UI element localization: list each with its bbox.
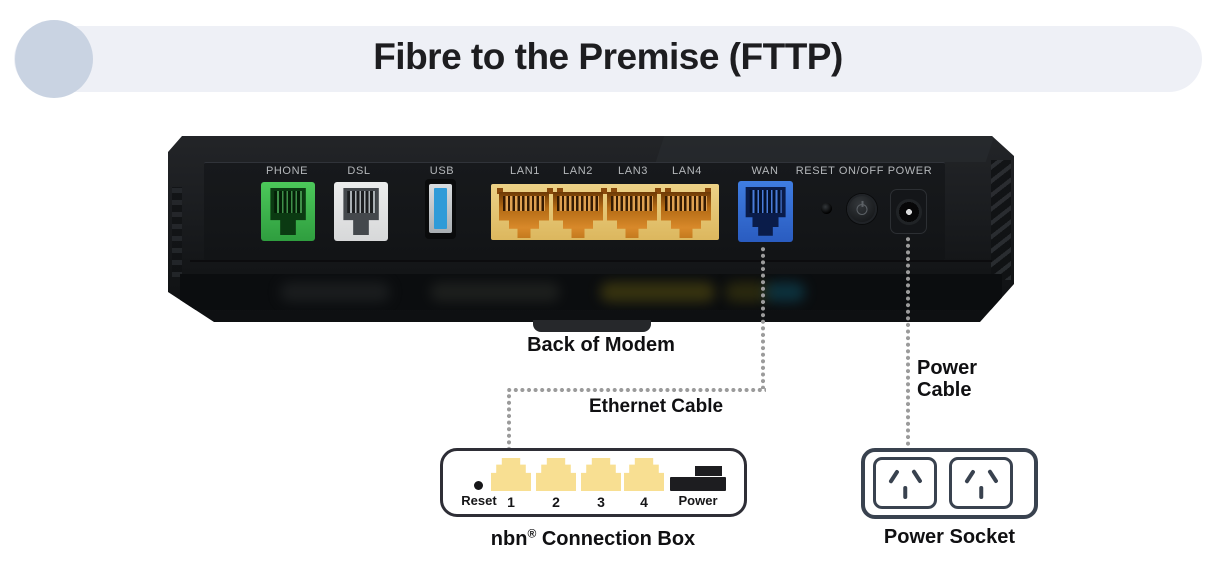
power-cable-line1: Power <box>917 357 978 379</box>
modem-reflection-band <box>180 274 1002 310</box>
reflection-blob <box>280 282 390 302</box>
nbn-connection-box-caption: nbn® Connection Box <box>438 526 748 551</box>
banner-circle-decoration <box>15 20 93 98</box>
usb-port-label: USB <box>429 165 455 177</box>
ethernet-cable-caption: Ethernet Cable <box>588 396 724 417</box>
back-of-modem-caption: Back of Modem <box>527 334 675 356</box>
power-dc-jack <box>890 189 927 234</box>
ethernet-cable-dotted-line <box>506 393 512 452</box>
power-socket-outlet-left <box>873 457 937 509</box>
nbn-port-3-number: 3 <box>597 494 605 510</box>
nbn-port-4 <box>624 458 664 491</box>
lan3-jack-pins <box>611 195 653 212</box>
lan-port-group <box>491 184 719 240</box>
modem-side-vents <box>991 160 1011 280</box>
lan1-port-label: LAN1 <box>510 165 540 177</box>
reflection-blob <box>725 282 770 302</box>
nbn-port-2 <box>536 458 576 491</box>
modem-side-ridges <box>172 187 182 277</box>
dsl-port <box>334 182 388 241</box>
phone-jack-opening <box>270 188 306 236</box>
power-socket-outlet-right <box>949 457 1013 509</box>
reset-onoff-power-label: RESET ON/OFF POWER <box>795 165 933 177</box>
lan-led <box>665 188 671 194</box>
reflection-blob <box>765 282 805 302</box>
nbn-power-connector <box>670 466 726 491</box>
page-title: Fibre to the Premise (FTTP) <box>373 36 843 77</box>
lan-led <box>557 188 563 194</box>
lan1-jack <box>499 192 549 238</box>
socket-pin-slot <box>910 469 922 484</box>
lan2-jack <box>553 192 603 238</box>
power-cable-caption: Power Cable <box>917 357 977 401</box>
reflection-blob <box>430 282 560 302</box>
onoff-button <box>847 194 877 224</box>
usb-port <box>425 179 456 239</box>
title-banner <box>14 26 1202 92</box>
nbn-port-1 <box>491 458 531 491</box>
wan-port <box>738 181 793 242</box>
phone-port-label: PHONE <box>265 165 309 177</box>
lan-led <box>611 188 617 194</box>
usb-tongue <box>434 188 447 229</box>
lan-led <box>655 188 661 194</box>
lan2-port-label: LAN2 <box>563 165 593 177</box>
nbn-power-connector-top <box>695 466 722 476</box>
wan-jack-opening <box>745 187 786 236</box>
nbn-caption-rest: Connection Box <box>536 528 696 550</box>
lan4-jack <box>661 192 711 238</box>
power-dc-hole <box>895 198 922 225</box>
socket-pin-slot <box>888 469 900 484</box>
reset-pinhole <box>821 203 832 214</box>
nbn-power-label: Power <box>678 493 718 508</box>
lan2-jack-pins <box>557 195 599 212</box>
nbn-port-4-number: 4 <box>640 494 648 510</box>
modem-foot <box>533 320 651 332</box>
nbn-port-3 <box>581 458 621 491</box>
dsl-jack-opening <box>343 188 379 236</box>
nbn-power-connector-base <box>670 477 726 491</box>
ethernet-cable-dotted-line <box>506 387 766 393</box>
nbn-reset-label: Reset <box>461 493 497 508</box>
nbn-connection-box: Reset 1 2 3 4 Power <box>440 448 747 517</box>
lan3-jack <box>607 192 657 238</box>
lan4-port-label: LAN4 <box>672 165 702 177</box>
modem-top-sheen <box>655 136 995 162</box>
nbn-port-1-number: 1 <box>507 494 515 510</box>
usb-shell <box>429 184 452 233</box>
socket-earth-slot <box>979 486 983 499</box>
lan3-port-label: LAN3 <box>618 165 648 177</box>
dsl-port-label: DSL <box>347 165 371 177</box>
nbn-reset-hole <box>474 481 483 490</box>
socket-pin-slot <box>986 469 998 484</box>
socket-earth-slot <box>903 486 907 499</box>
power-cable-dotted-line <box>905 236 911 446</box>
socket-pin-slot <box>964 469 976 484</box>
power-socket <box>861 448 1038 519</box>
registered-mark: ® <box>527 526 537 541</box>
ethernet-cable-dotted-line <box>760 246 766 389</box>
modem-back-panel: PHONE DSL USB LAN1 LAN2 LAN3 LAN4 WAN RE… <box>168 136 1014 322</box>
nbn-brand: nbn <box>490 528 528 550</box>
wan-port-label: WAN <box>751 165 779 177</box>
lan-led <box>547 188 553 194</box>
lan-led <box>497 188 503 194</box>
power-symbol-icon <box>856 203 868 215</box>
reflection-blob <box>600 282 715 302</box>
modem-seam <box>190 260 992 262</box>
dsl-jack-pins <box>346 190 376 214</box>
nbn-port-2-number: 2 <box>552 494 560 510</box>
lan-led <box>705 188 711 194</box>
phone-jack-pins <box>273 190 303 214</box>
lan4-jack-pins <box>665 195 707 212</box>
power-cable-line2: Cable <box>917 379 972 401</box>
wan-jack-pins <box>749 189 782 214</box>
power-socket-caption: Power Socket <box>883 526 1016 548</box>
phone-port <box>261 182 315 241</box>
lan-led <box>601 188 607 194</box>
lan1-jack-pins <box>503 195 545 212</box>
